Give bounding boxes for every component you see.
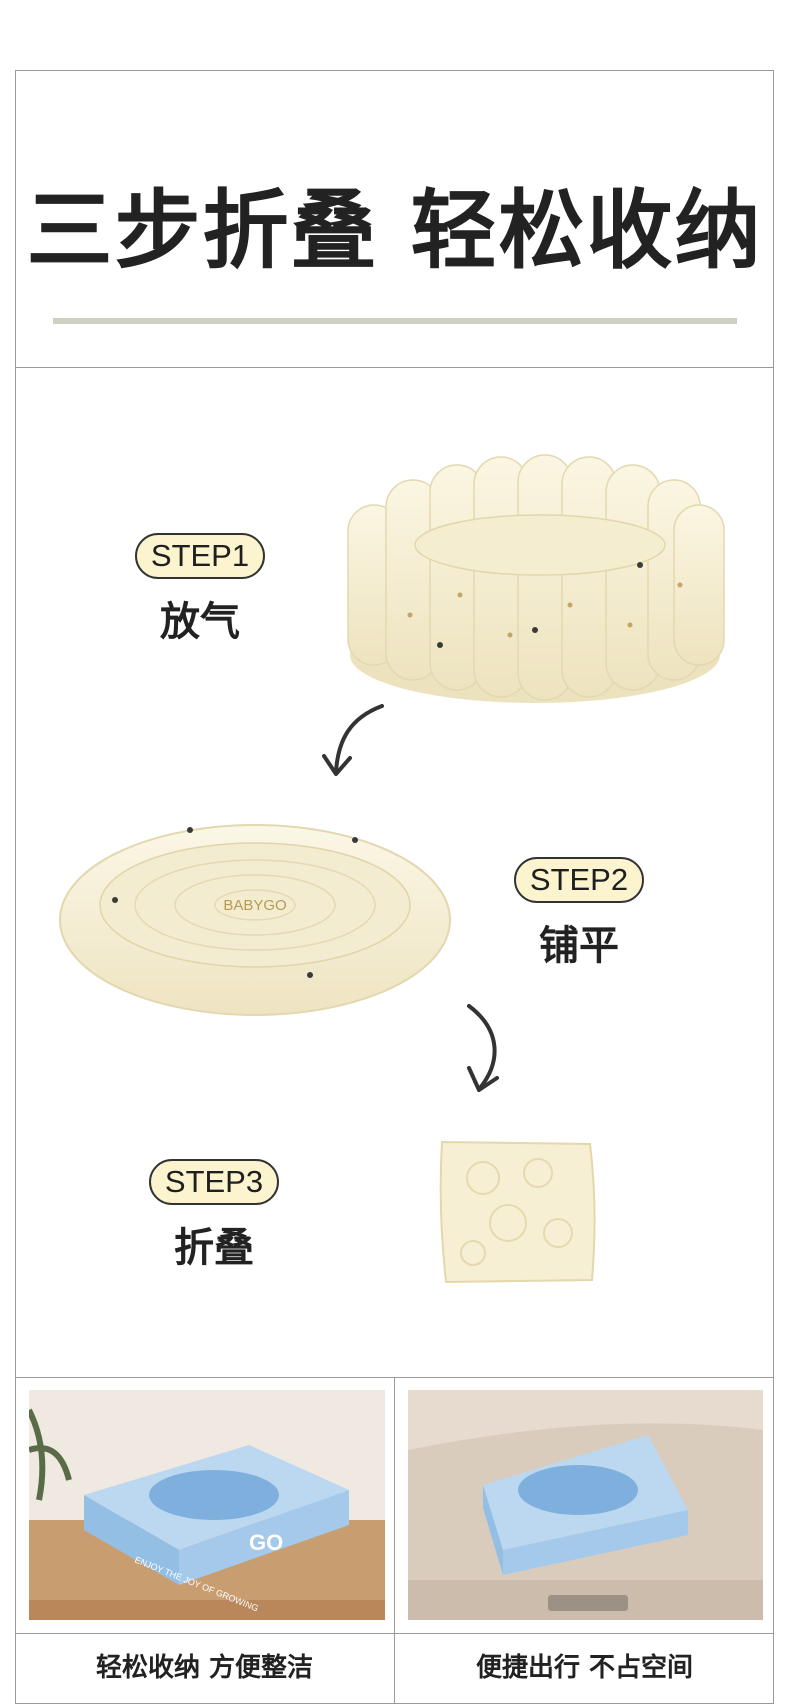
divider-vertical <box>394 1377 395 1704</box>
step-3: STEP3 折叠 <box>148 1159 280 1273</box>
step-2-badge: STEP2 <box>513 857 645 903</box>
step-2: STEP2 铺平 <box>513 857 645 971</box>
title-underline <box>53 318 737 324</box>
step-3-label: 折叠 <box>174 1225 254 1271</box>
flattened-pool-image: BABYGO <box>59 824 451 1016</box>
boxed-product-in-car-trunk-photo <box>408 1390 763 1620</box>
caption-left: 轻松收纳 方便整洁 <box>95 1653 314 1683</box>
boxed-product-on-table-photo: ENJOY THE JOY OF GROWING GO <box>29 1390 385 1620</box>
divider-header <box>15 367 774 368</box>
folded-pool-image <box>439 1140 596 1284</box>
step-2-label: 铺平 <box>539 923 619 969</box>
curved-arrow-icon <box>467 1004 499 1092</box>
step-1-label: 放气 <box>160 599 240 645</box>
box-logo-text: GO <box>249 1530 283 1555</box>
curved-arrow-icon <box>322 704 384 776</box>
inflated-pool-image <box>347 454 725 703</box>
caption-right: 便捷出行 不占空间 <box>475 1653 694 1683</box>
pool-brand-text: BABYGO <box>223 897 286 914</box>
page-title: 三步折叠 轻松收纳 <box>26 181 763 281</box>
step-1: STEP1 放气 <box>134 533 266 647</box>
step-3-badge: STEP3 <box>148 1159 280 1205</box>
step-1-badge: STEP1 <box>134 533 266 579</box>
